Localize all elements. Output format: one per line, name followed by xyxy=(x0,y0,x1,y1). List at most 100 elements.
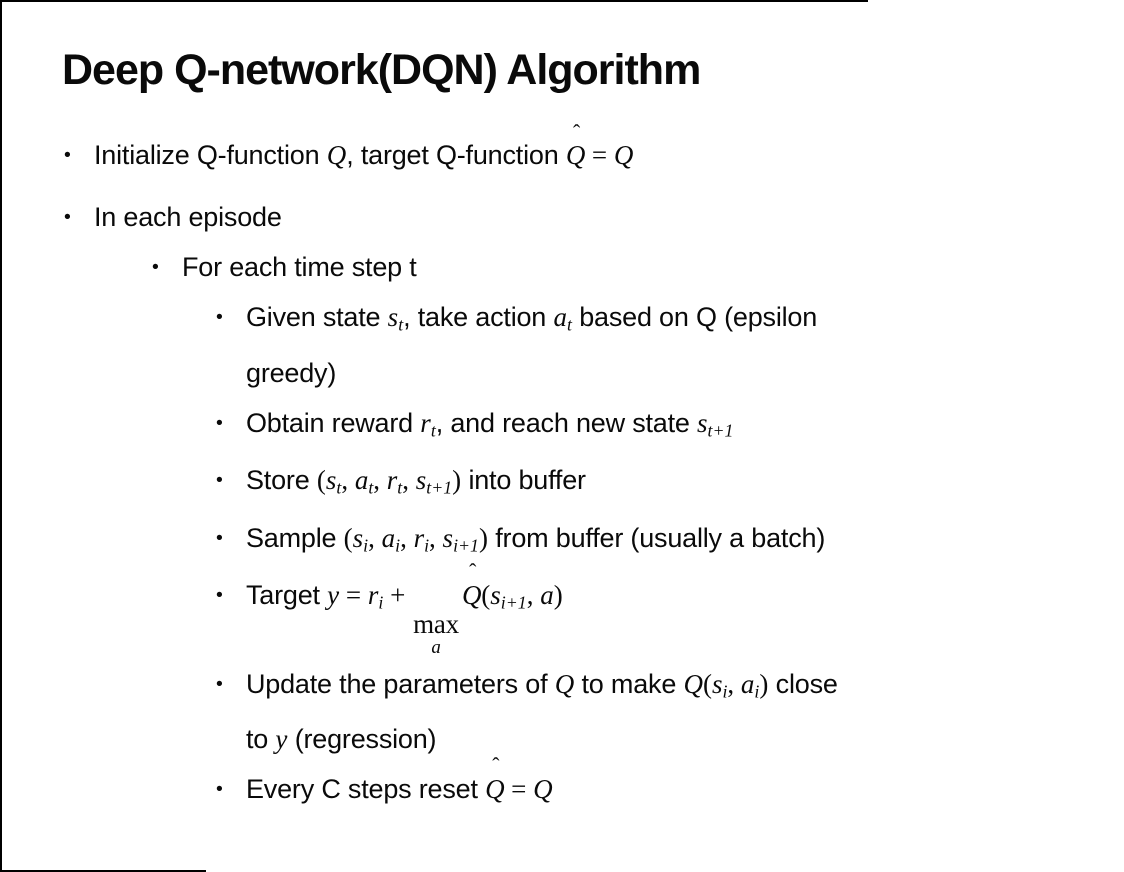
math-subscript: t+1 xyxy=(707,420,734,441)
text-run: Target xyxy=(246,580,328,611)
text-run: Every C steps reset xyxy=(246,773,486,804)
math-operator: = xyxy=(504,773,534,804)
math-variable: Q xyxy=(683,668,703,699)
hat-accent-icon: ˆ xyxy=(572,119,580,144)
math-variable: y xyxy=(275,723,288,754)
list-item-text: In each episode xyxy=(94,193,282,241)
math-subscript: i xyxy=(395,535,401,556)
text-run: , take action xyxy=(403,302,554,333)
math-operator: , xyxy=(727,668,741,699)
list-item: •In each episode xyxy=(64,193,1124,241)
math-subscript: i xyxy=(754,680,760,701)
bullet-icon: • xyxy=(216,526,223,549)
list-item: •Given state st, take action at based on… xyxy=(216,293,1124,396)
text-run: Update the parameters of xyxy=(246,668,555,699)
math-variable: a xyxy=(354,465,369,496)
math-subscript: i+1 xyxy=(453,535,479,556)
math-subscript: i xyxy=(378,592,384,613)
math-variable: a xyxy=(740,668,755,699)
text-run: to xyxy=(246,723,276,754)
list-item-text: Store (st, at, rt, st+1) into buffer xyxy=(246,456,586,511)
bullet-list: • Initialize Q-function Q, target Q-funct… xyxy=(0,119,1124,813)
math-operator: , xyxy=(368,522,382,553)
math-subscript: t+1 xyxy=(426,477,453,498)
text-run: close xyxy=(768,668,838,699)
bullet-icon: • xyxy=(216,411,223,434)
text-run: In each episode xyxy=(94,202,282,233)
text-run: into buffer xyxy=(461,465,586,496)
math-variable: s xyxy=(442,522,454,553)
list-item-text: Obtain reward rt, and reach new state st… xyxy=(246,399,733,454)
math-variable: r xyxy=(386,465,398,496)
math-operator: , xyxy=(402,465,416,496)
math-subscript: t xyxy=(430,420,436,441)
math-variable: s xyxy=(415,465,427,496)
math-variable: a xyxy=(381,522,396,553)
math-variable: Q xyxy=(613,140,634,171)
bullet-icon: • xyxy=(216,672,223,695)
list-item: •Initialize Q-function Q, target Q-funct… xyxy=(64,119,1124,179)
math-subscript: i xyxy=(363,535,369,556)
math-subscript: i xyxy=(722,680,728,701)
math-variable: s xyxy=(711,668,723,699)
math-variable: a xyxy=(553,302,567,333)
text-run: to make xyxy=(574,668,684,699)
math-subscript: t xyxy=(398,314,404,335)
math-operator: = xyxy=(339,580,368,611)
math-operator: ( xyxy=(481,580,491,611)
math-operator: , xyxy=(429,522,443,553)
slide-title: Deep Q-network(DQN) Algorithm xyxy=(62,46,701,94)
math-variable: s xyxy=(697,407,708,438)
bullet-icon: • xyxy=(216,584,223,607)
math-subscript: t xyxy=(566,314,572,335)
text-run: based on Q (epsilon xyxy=(571,302,818,333)
text-run: , and reach new state xyxy=(435,407,698,438)
slide-border-top xyxy=(0,0,868,2)
slide-border-left xyxy=(0,0,2,872)
math-variable: a xyxy=(540,580,554,611)
text-run: For each time step t xyxy=(182,252,417,283)
math-operator: ( xyxy=(702,668,712,699)
list-item-text: Sample (si, ai, ri, si+1) from buffer (u… xyxy=(246,514,825,569)
math-subscript: i+1 xyxy=(500,592,527,613)
math-operator: ) xyxy=(478,522,488,553)
math-operator: ( xyxy=(343,522,353,553)
math-operator: , xyxy=(526,580,541,611)
text-run: greedy) xyxy=(246,357,337,388)
math-subscript: t xyxy=(397,477,403,498)
math-operator: ( xyxy=(316,465,326,496)
list-item: •Store (st, at, rt, st+1) into buffer xyxy=(216,456,1124,511)
bullet-icon: • xyxy=(216,777,223,800)
bullet-icon: • xyxy=(152,256,159,279)
list-item-text: Update the parameters of Q to make Q(si,… xyxy=(246,660,838,763)
list-item-text: Initialize Q-function Q, target Q-functi… xyxy=(94,119,634,179)
slide-border-bottom xyxy=(0,870,206,872)
math-variable: Q xyxy=(554,668,575,699)
hat-accent-icon: ˆ xyxy=(469,559,477,584)
math-operator: , xyxy=(341,465,355,496)
text-run: (regression) xyxy=(287,723,437,754)
math-operator: , xyxy=(400,522,414,553)
math-variable: y xyxy=(327,580,340,611)
max-label: max xyxy=(413,608,459,639)
math-variable: r xyxy=(367,580,379,611)
math-variable: r xyxy=(413,522,425,553)
text-run: Sample xyxy=(246,522,344,553)
list-item: • Obtain reward rt, and reach new state s… xyxy=(216,399,1124,454)
math-variable: r xyxy=(420,407,431,438)
list-item: •Sample (si, ai, ri, si+1) from buffer (… xyxy=(216,514,1124,569)
math-variable: s xyxy=(325,465,337,496)
list-item: • For each time step t xyxy=(152,243,1124,291)
math-operator: ) xyxy=(553,580,563,611)
text-run: Obtain reward xyxy=(246,407,421,438)
math-operator: ) xyxy=(452,465,462,496)
math-operator: ) xyxy=(759,668,769,699)
list-item-text: Given state st, take action at based on … xyxy=(246,293,817,396)
